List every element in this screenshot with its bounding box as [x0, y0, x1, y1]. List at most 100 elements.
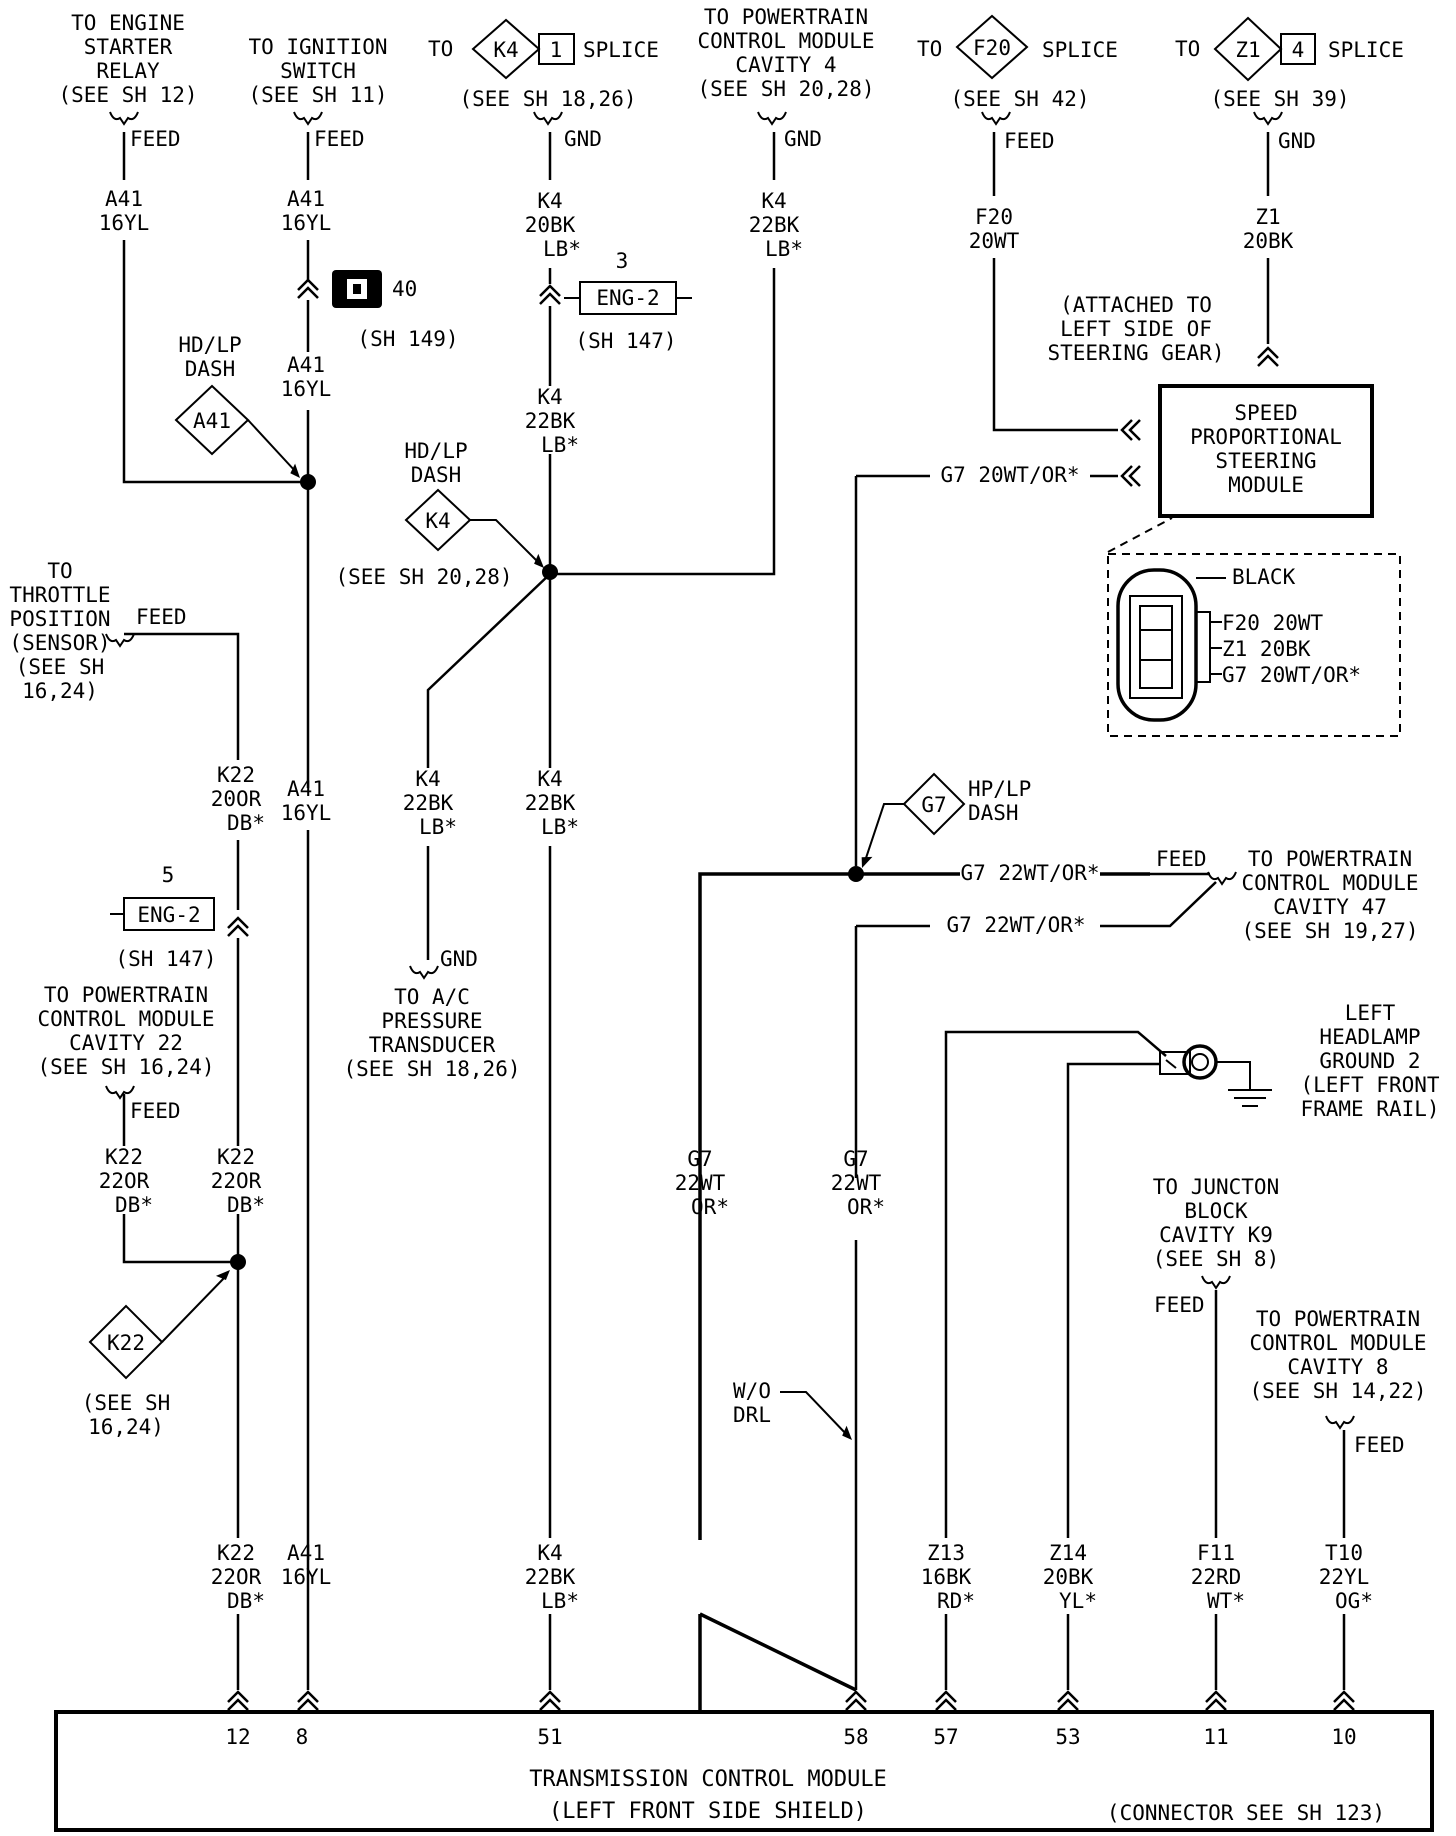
svg-text:F11: F11 — [1197, 1541, 1235, 1565]
wire-label-k4-trunk: K4 22BK LB* — [525, 767, 579, 839]
see-ref: (SEE SH 20,28) — [335, 565, 512, 589]
svg-text:22OR: 22OR — [99, 1169, 150, 1193]
pin-label: Z1 20BK — [1222, 637, 1311, 661]
wire-k4-pcm — [550, 132, 776, 576]
pin-10: 10 — [1331, 1725, 1356, 1749]
see-ref: (SEE SH 39) — [1210, 87, 1349, 111]
wire-label-a41-low: A41 16YL — [281, 777, 332, 825]
label: TO ENGINE — [71, 11, 185, 35]
connector-eng2-k4: 3 ENG-2 (SH 147) — [564, 249, 692, 353]
wire-label: 16YL — [99, 211, 150, 235]
label: TO IGNITION — [248, 35, 387, 59]
svg-text:CONTROL MODULE: CONTROL MODULE — [37, 1007, 214, 1031]
svg-text:TO A/C: TO A/C — [394, 985, 470, 1009]
svg-text:G7 20WT/OR*: G7 20WT/OR* — [940, 463, 1079, 487]
module-subtitle: (LEFT FRONT SIDE SHIELD) — [549, 1799, 867, 1824]
see-ref: (SH 147) — [575, 329, 676, 353]
svg-text:POSITION: POSITION — [9, 607, 110, 631]
svg-text:PROPORTIONAL: PROPORTIONAL — [1190, 425, 1342, 449]
wire-label-k4-bottom: K4 22BK LB* — [525, 1541, 579, 1613]
label: SWITCH — [280, 59, 356, 83]
svg-text:DB*: DB* — [115, 1193, 153, 1217]
to-label: TO — [428, 37, 453, 61]
svg-text:22BK: 22BK — [525, 1565, 576, 1589]
pin-8: 8 — [296, 1725, 309, 1749]
pin-label: F20 20WT — [1222, 611, 1324, 635]
svg-text:LB*: LB* — [419, 815, 457, 839]
svg-text:FRAME RAIL): FRAME RAIL) — [1300, 1097, 1439, 1121]
feed-label: FEED — [314, 127, 365, 151]
see-ref: (SEE SH — [82, 1391, 171, 1415]
svg-text:TRANSDUCER: TRANSDUCER — [369, 1033, 496, 1057]
connector-40: 40 (SH 149) — [332, 270, 459, 351]
svg-text:G7: G7 — [687, 1147, 712, 1171]
to-label: TO — [917, 37, 942, 61]
label: (SEE SH 11) — [248, 83, 387, 107]
svg-text:CAVITY 22: CAVITY 22 — [69, 1031, 183, 1055]
wire-label: 20BK — [525, 213, 576, 237]
wire-label: 16YL — [281, 211, 332, 235]
wire-a41-trunk — [296, 132, 320, 1712]
wire-label: LB* — [765, 237, 803, 261]
svg-text:HEADLAMP: HEADLAMP — [1319, 1025, 1420, 1049]
svg-text:(SEE SH 14,22): (SEE SH 14,22) — [1249, 1379, 1426, 1403]
svg-text:20OR: 20OR — [211, 787, 262, 811]
source-f20-splice: TO F20 SPLICE (SEE SH 42) FEED F20 20WT — [917, 14, 1118, 253]
svg-text:BLOCK: BLOCK — [1184, 1199, 1248, 1223]
wire-label: LB* — [543, 237, 581, 261]
svg-text:DRL: DRL — [733, 1403, 771, 1427]
wire-label-g7-20: G7 20WT/OR* — [940, 463, 1079, 487]
svg-text:22OR: 22OR — [211, 1169, 262, 1193]
wire-label-k22-bottom: K22 22OR DB* — [211, 1541, 265, 1613]
svg-text:A41: A41 — [287, 353, 325, 377]
svg-text:G7: G7 — [843, 1147, 868, 1171]
side-junction-block: TO JUNCTON BLOCK CAVITY K9 (SEE SH 8) FE… — [1153, 1175, 1279, 1317]
wire-label-g7-right: G7 22WT OR* — [831, 1147, 885, 1219]
svg-text:K4: K4 — [537, 767, 562, 791]
gnd-label: GND — [1278, 129, 1316, 153]
wire-g7-spsm — [854, 464, 1142, 866]
pin-11: 11 — [1203, 1725, 1228, 1749]
see-ref: (SEE SH 18,26) — [459, 87, 636, 111]
wire-label-z13: Z13 16BK RD* — [921, 1541, 975, 1613]
speed-proportional-steering-module: SPEED PROPORTIONAL STEERING MODULE — [1158, 384, 1374, 518]
svg-text:LEFT: LEFT — [1345, 1001, 1396, 1025]
svg-text:(SEE SH 8): (SEE SH 8) — [1153, 1247, 1279, 1271]
transmission-control-module: 12 8 51 58 57 53 11 10 TRANSMISSION CONT… — [54, 1710, 1434, 1832]
wire-label-z14: Z14 20BK YL* — [1043, 1541, 1097, 1613]
svg-text:RD*: RD* — [937, 1589, 975, 1613]
wire-t10 — [1325, 1415, 1356, 1712]
splice-label: SPLICE — [583, 38, 659, 62]
svg-text:LB*: LB* — [541, 815, 579, 839]
side-ac-transducer: GND TO A/C PRESSURE TRANSDUCER (SEE SH 1… — [343, 947, 520, 1081]
wire-g7-pcm47 — [856, 871, 1237, 928]
svg-text:A41: A41 — [287, 777, 325, 801]
splice-label: SPLICE — [1328, 38, 1404, 62]
wire-z1 — [1256, 132, 1280, 368]
connector-label: ENG-2 — [596, 286, 659, 310]
feed-label: FEED — [1004, 129, 1055, 153]
svg-text:22BK: 22BK — [403, 791, 454, 815]
side-pcm-cavity-22: TO POWERTRAIN CONTROL MODULE CAVITY 22 (… — [37, 983, 214, 1123]
svg-text:STEERING GEAR): STEERING GEAR) — [1047, 341, 1224, 365]
wire-label: A41 — [105, 187, 143, 211]
svg-text:YL*: YL* — [1059, 1589, 1097, 1613]
pin-51: 51 — [537, 1725, 562, 1749]
splice-badge: A41 — [193, 409, 231, 433]
side-pcm-cavity-47: FEED TO POWERTRAIN CONTROL MODULE CAVITY… — [1156, 847, 1419, 943]
splice-k4: HD/LP DASH K4 (SEE SH 20,28) — [335, 439, 549, 589]
svg-text:(SEE SH 18,26): (SEE SH 18,26) — [343, 1057, 520, 1081]
module-title: TRANSMISSION CONTROL MODULE — [529, 1767, 887, 1792]
wire-label: Z1 — [1255, 205, 1280, 229]
svg-text:K4: K4 — [537, 1541, 562, 1565]
pin-58: 58 — [843, 1725, 868, 1749]
gnd-label: GND — [564, 127, 602, 151]
svg-text:22YL: 22YL — [1319, 1565, 1370, 1589]
feed-label: FEED — [1354, 1433, 1405, 1457]
svg-text:MODULE: MODULE — [1228, 473, 1304, 497]
feed-label: FEED — [1154, 1293, 1205, 1317]
svg-text:(LEFT FRONT: (LEFT FRONT — [1300, 1073, 1439, 1097]
svg-text:OG*: OG* — [1335, 1589, 1373, 1613]
svg-text:TO: TO — [47, 559, 72, 583]
